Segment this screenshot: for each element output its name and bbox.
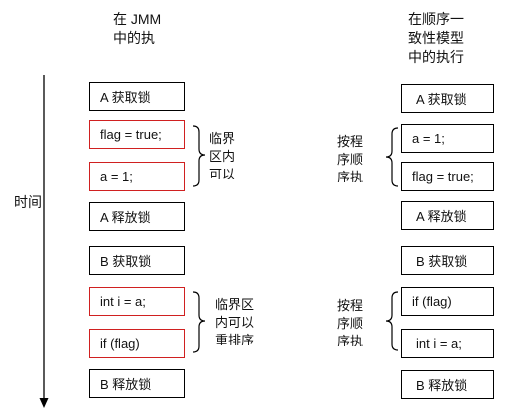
jmm-step-if-flag: if (flag) bbox=[89, 329, 185, 358]
jmm-brace-1 bbox=[192, 125, 206, 187]
jmm-brace-2 bbox=[192, 291, 206, 353]
sc-brace-1 bbox=[385, 127, 399, 187]
jmm-step-a-eq-1: a = 1; bbox=[89, 162, 185, 191]
sc-group1-note: 按程 序顺 序执 bbox=[337, 134, 364, 182]
time-label: 时间 bbox=[14, 194, 42, 210]
jmm-step-label: B 获取锁 bbox=[100, 254, 152, 269]
sc-step-a-eq-1: a = 1; bbox=[401, 124, 494, 153]
jmm-step-label: A 释放锁 bbox=[100, 210, 151, 225]
jmm-column-header: 在 JMM 中的执 bbox=[113, 11, 162, 46]
jmm-step-label: flag = true; bbox=[100, 127, 162, 142]
sc-step-a-release-lock: A 释放锁 bbox=[401, 201, 494, 230]
sc-step-label: a = 1; bbox=[412, 131, 445, 146]
sc-group2-note: 按程 序顺 序执 bbox=[337, 298, 364, 346]
sc-brace-2 bbox=[385, 291, 399, 351]
sc-step-label: A 释放锁 bbox=[416, 209, 467, 224]
sc-column-header: 在顺序一 致性模型 中的执行 bbox=[408, 11, 464, 65]
jmm-step-label: B 释放锁 bbox=[100, 377, 152, 392]
sc-step-if-flag: if (flag) bbox=[401, 287, 494, 316]
sc-step-label: B 释放锁 bbox=[416, 378, 468, 393]
jmm-step-label: A 获取锁 bbox=[100, 90, 151, 105]
jmm-step-b-acquire-lock: B 获取锁 bbox=[89, 246, 185, 275]
jmm-step-a-acquire-lock: A 获取锁 bbox=[89, 82, 185, 111]
jmm-step-int-i-eq-a: int i = a; bbox=[89, 287, 185, 316]
sc-step-label: A 获取锁 bbox=[416, 92, 467, 107]
jmm-step-label: a = 1; bbox=[100, 169, 133, 184]
sc-step-label: if (flag) bbox=[412, 294, 452, 309]
jmm-step-flag-true: flag = true; bbox=[89, 120, 185, 149]
sc-step-a-acquire-lock: A 获取锁 bbox=[401, 84, 494, 113]
sc-step-b-release-lock: B 释放锁 bbox=[401, 370, 494, 399]
sc-step-label: int i = a; bbox=[416, 336, 462, 351]
sc-step-label: flag = true; bbox=[412, 169, 474, 184]
jmm-step-label: if (flag) bbox=[100, 336, 140, 351]
sc-step-flag-true: flag = true; bbox=[401, 162, 494, 191]
jmm-step-label: int i = a; bbox=[100, 294, 146, 309]
jmm-group1-note: 临界 区内 可以 bbox=[209, 131, 236, 179]
jmm-step-a-release-lock: A 释放锁 bbox=[89, 202, 185, 231]
jmm-step-b-release-lock: B 释放锁 bbox=[89, 369, 185, 398]
jmm-group2-note: 临界区 内可以 重排序 bbox=[215, 297, 255, 345]
sc-step-b-acquire-lock: B 获取锁 bbox=[401, 246, 494, 275]
sc-step-int-i-eq-a: int i = a; bbox=[401, 329, 494, 358]
sc-step-label: B 获取锁 bbox=[416, 254, 468, 269]
